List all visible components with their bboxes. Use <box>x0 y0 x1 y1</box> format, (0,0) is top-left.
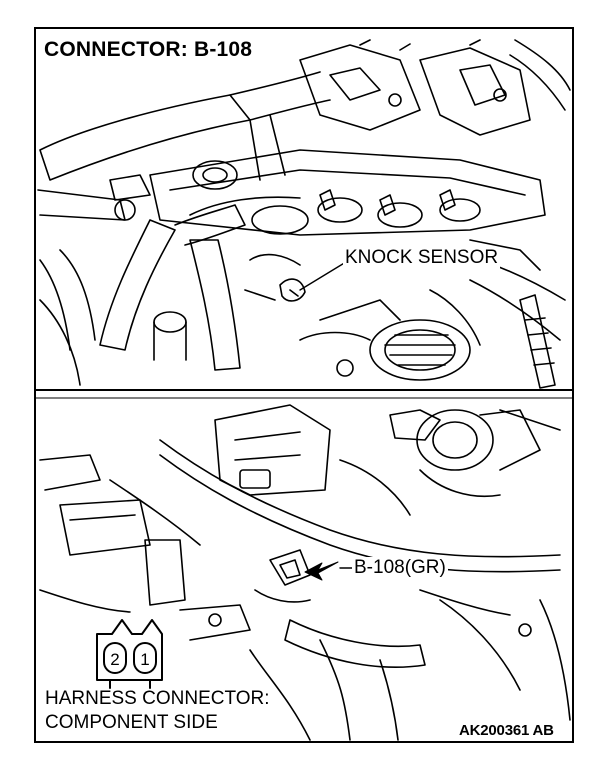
harness-connector-symbol: 2 1 <box>96 619 163 689</box>
figure-id: AK200361 AB <box>459 722 554 739</box>
pin-2-label: 2 <box>110 650 119 669</box>
bottom-engine-drawing <box>39 404 571 741</box>
pin-1-label: 1 <box>140 650 149 669</box>
connector-title: CONNECTOR: B-108 <box>44 38 253 61</box>
harness-caption-line1: HARNESS CONNECTOR: <box>45 688 270 709</box>
harness-caption-line2: COMPONENT SIDE <box>45 712 218 733</box>
connector-callout: B-108(GR) <box>352 557 448 579</box>
top-engine-drawing <box>35 39 573 399</box>
knock-sensor-callout: KNOCK SENSOR <box>343 247 501 269</box>
